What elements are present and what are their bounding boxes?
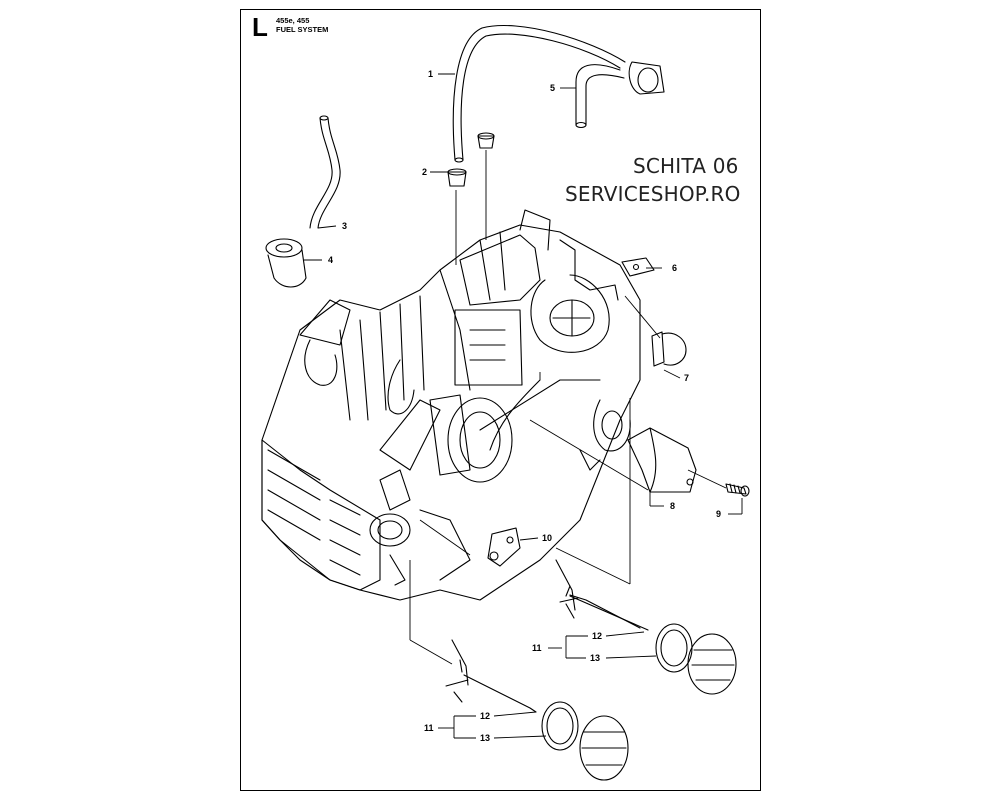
watermark-line-2: SERVICESHOP.RO — [565, 182, 741, 206]
callout-9: 9 — [716, 509, 721, 519]
part-8-heat-shield — [627, 427, 697, 493]
callout-4: 4 — [328, 255, 333, 265]
callout-11-right: 11 — [532, 643, 542, 653]
part-9-screw — [725, 483, 750, 497]
callout-11-left: 11 — [424, 723, 434, 733]
part-6-clip — [621, 257, 655, 277]
fuel-cap-assembly-left — [445, 639, 629, 781]
part-3-pickup-hose — [309, 115, 341, 229]
watermark-line-1: SCHITA 06 — [633, 154, 739, 178]
part-7-purge-bulb — [651, 331, 687, 367]
crankcase-body — [261, 209, 641, 601]
callout-13-right: 13 — [590, 653, 600, 663]
callout-12-right: 12 — [592, 631, 602, 641]
part-4-fuel-filter — [265, 238, 307, 288]
fuel-cap-assembly-right — [555, 559, 737, 695]
section-letter: L — [252, 12, 268, 42]
callout-5: 5 — [550, 83, 555, 93]
part-1-fuel-hose — [452, 24, 626, 163]
diagram-frame — [240, 9, 761, 791]
diagram-title: FUEL SYSTEM — [276, 25, 329, 34]
model-label: 455e, 455 — [276, 16, 310, 25]
callout-8: 8 — [670, 501, 675, 511]
callout-13-left: 13 — [480, 733, 490, 743]
part-2-grommets — [447, 132, 495, 187]
callout-10: 10 — [542, 533, 552, 543]
callout-1: 1 — [428, 69, 433, 79]
callout-labels: 1 2 3 4 5 6 7 8 9 10 11 12 13 11 12 13 — [328, 69, 721, 743]
callout-2: 2 — [422, 167, 427, 177]
callout-3: 3 — [342, 221, 347, 231]
callout-6: 6 — [672, 263, 677, 273]
part-10-bracket — [487, 527, 521, 567]
part-5-hose-elbow — [575, 61, 665, 129]
leader-lines — [304, 73, 743, 739]
callout-12-left: 12 — [480, 711, 490, 721]
callout-7: 7 — [684, 373, 689, 383]
